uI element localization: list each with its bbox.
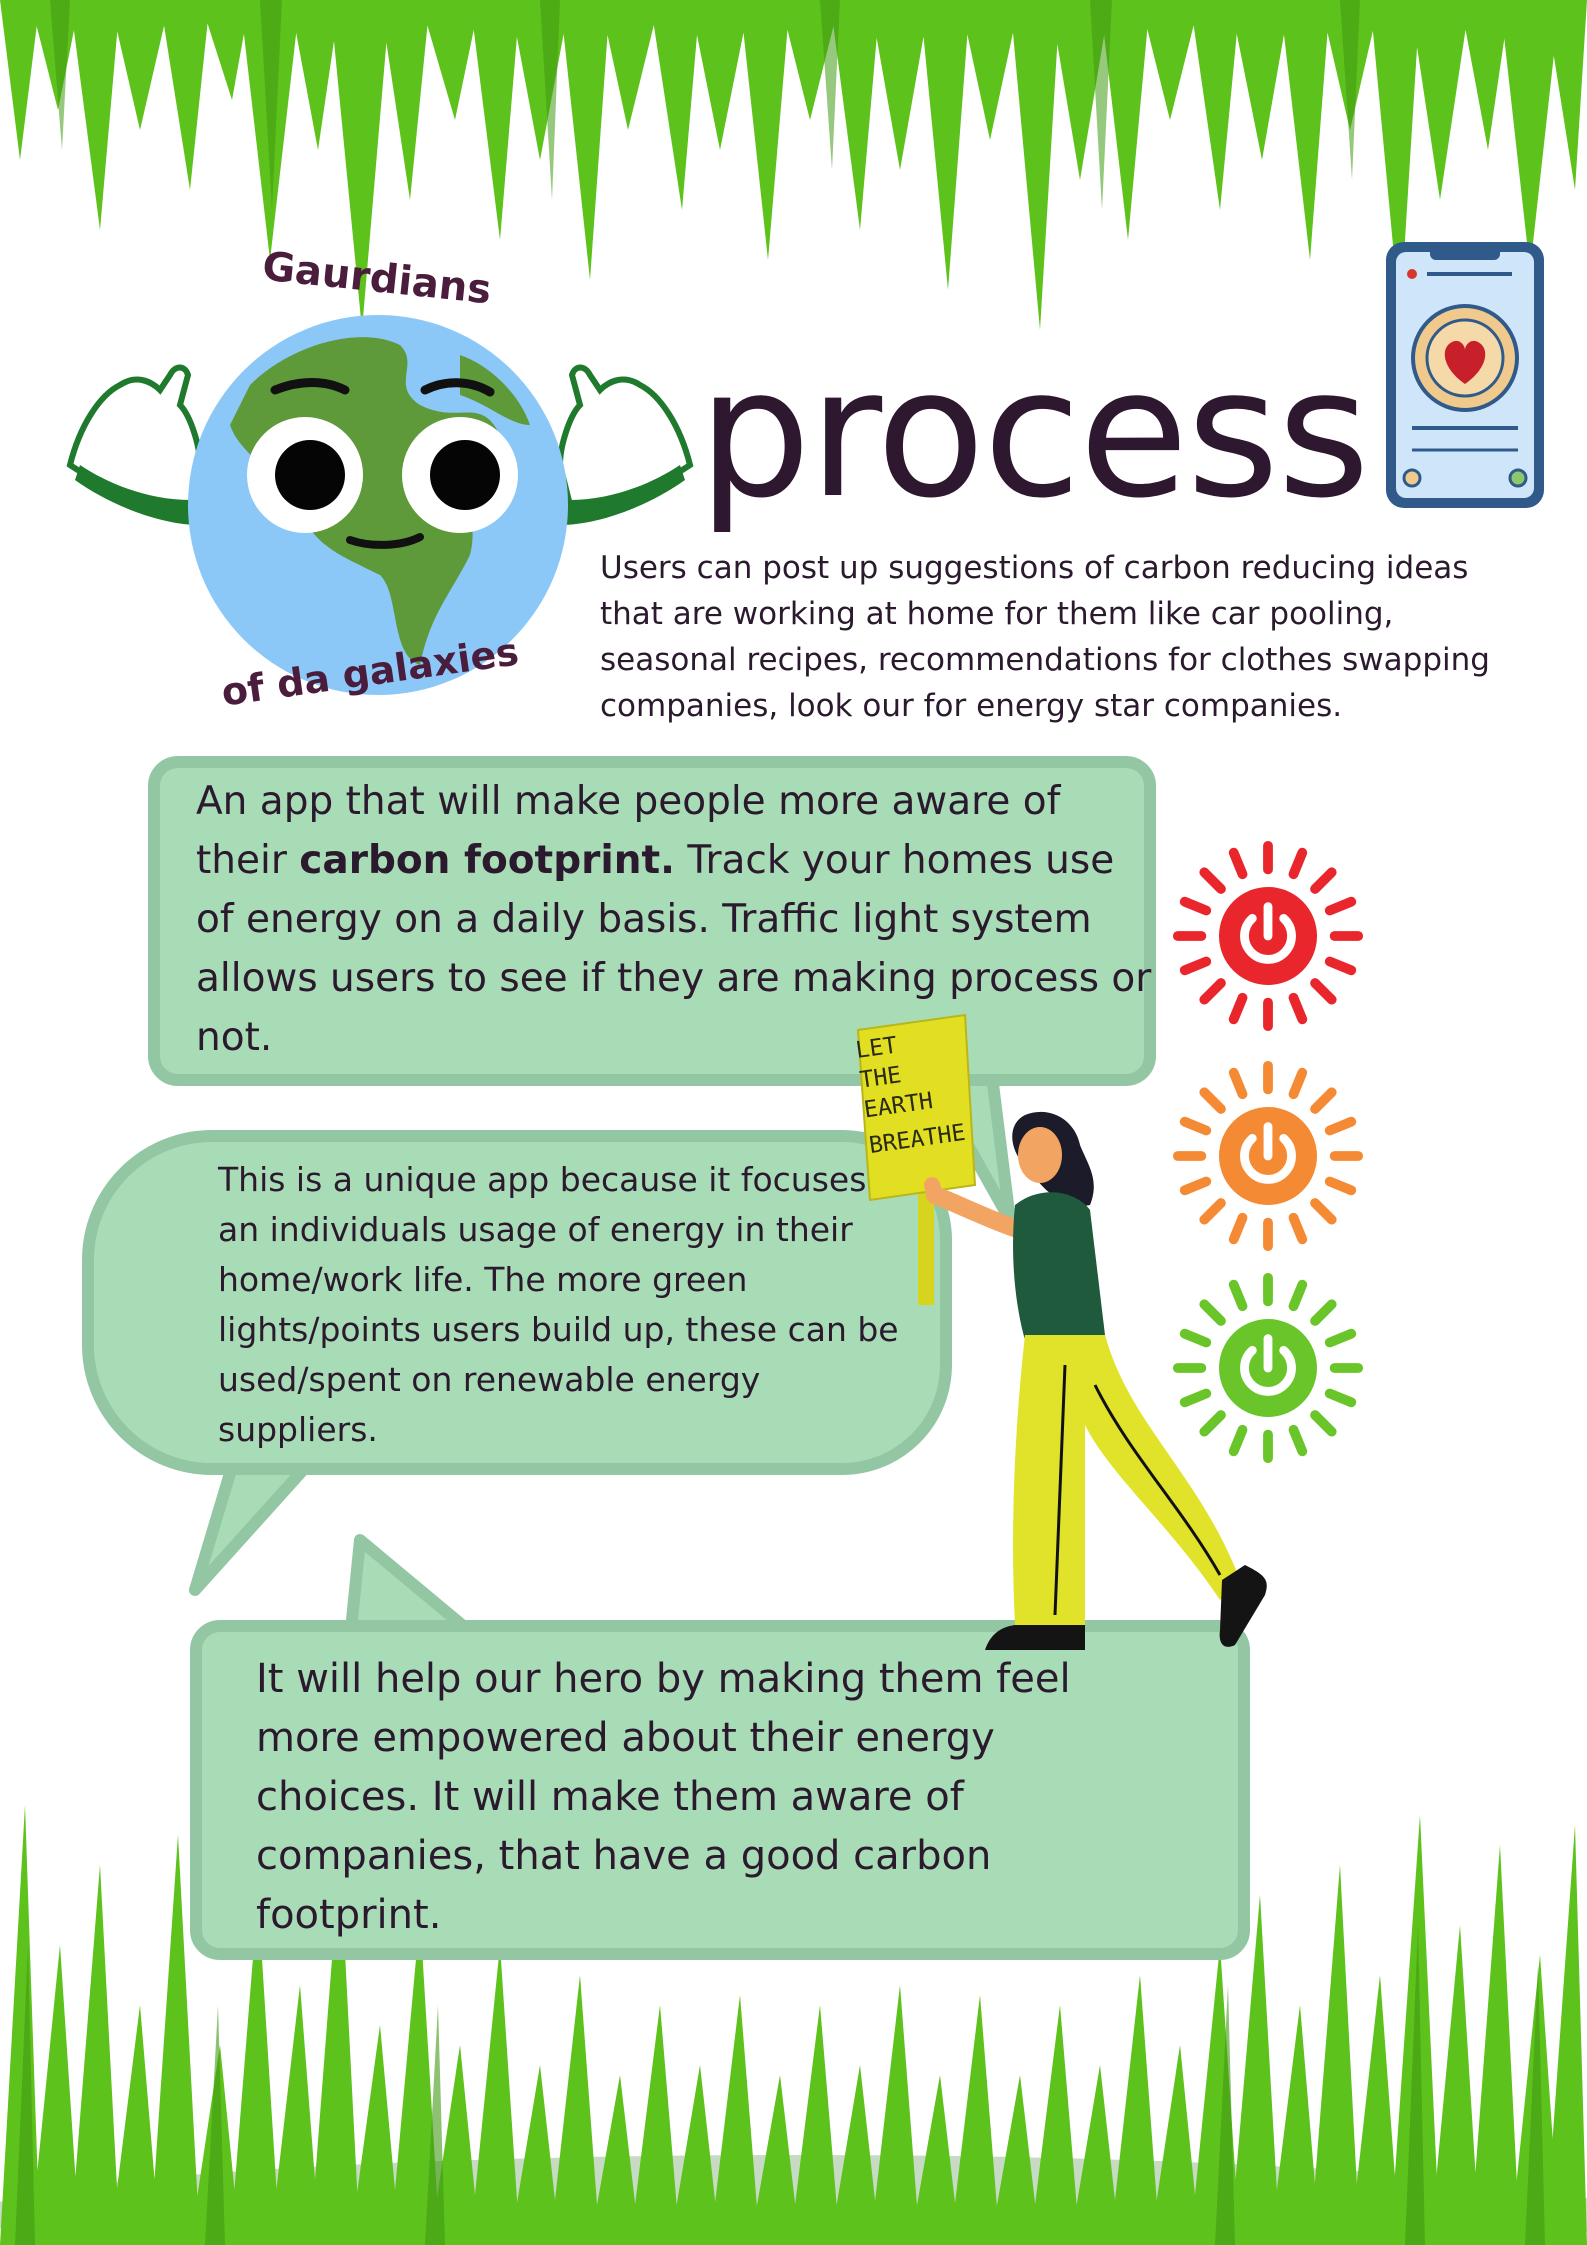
speech-box-2	[82, 1130, 952, 1475]
power-orange-icon	[1172, 1060, 1364, 1252]
earth-mascot-icon	[66, 315, 694, 695]
box2-text: This is a unique app because it focuses …	[218, 1160, 919, 1449]
grass-top-decoration	[0, 0, 1587, 330]
left-arm-icon	[66, 364, 204, 525]
power-red-icon	[1172, 840, 1364, 1032]
protest-sign-text: LET THE EARTH BREATHE	[854, 1021, 980, 1161]
box1-text: An app that will make people more aware …	[196, 772, 1156, 1067]
intro-paragraph: Users can post up suggestions of carbon …	[600, 550, 1490, 724]
box1-text-end: Track your homes use of energy on a dail…	[196, 838, 1152, 1060]
power-green-icon	[1172, 1272, 1364, 1464]
phone-heart-icon	[1386, 242, 1544, 508]
box3-text: It will help our hero by making them fee…	[256, 1656, 1071, 1938]
grass-bottom-decoration	[0, 1805, 1587, 2245]
person-with-sign-icon	[856, 1013, 1267, 1650]
page-title: process	[698, 330, 1370, 537]
box1-text-start: An app that will make people more aware …	[196, 779, 1061, 883]
speech-box-3	[190, 1620, 1250, 1960]
box1-text-bold: carbon footprint.	[299, 838, 675, 883]
right-arm-icon	[556, 364, 694, 525]
